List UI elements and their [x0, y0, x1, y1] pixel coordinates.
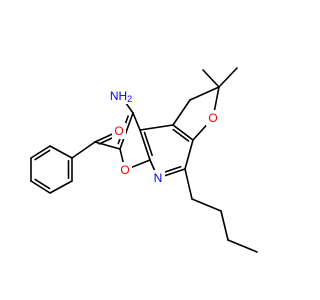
amino-group-atom: NH2 [104, 87, 138, 104]
atom-label-layer: O NH2 O O N [104, 87, 220, 186]
furan-oxygen-label: O [120, 163, 129, 177]
bond-ph3-ph4 [30, 180, 51, 194]
double-bond-c7a-c3a [143, 131, 153, 157]
bond-c11-m1 [202, 69, 220, 88]
bond-c5a-c5 [184, 139, 194, 170]
bond-c9a-c10 [172, 99, 191, 126]
furan-oxygen-atom: O [118, 162, 132, 178]
bond-b2-b3 [220, 210, 229, 241]
bond-layer [30, 67, 258, 253]
structure-drawing: O NH2 O O N [30, 67, 258, 253]
bond-c3a-c9a [139, 124, 174, 131]
bond-c9a-c5a [172, 124, 194, 141]
bond-c5-b1 [184, 168, 193, 200]
ketone-oxygen-atom: O [112, 123, 126, 139]
pyran-oxygen-atom: O [206, 110, 220, 126]
double-bond-ph5-ph6 [34, 149, 51, 161]
bond-c3-c2 [119, 112, 134, 150]
double-bond-ph3-ph4 [34, 178, 51, 190]
bond-c10-c11 [189, 86, 220, 101]
bond-c11-m2 [218, 67, 238, 88]
bond-ph2-ph3 [49, 180, 73, 194]
pyridine-nitrogen-label: N [154, 171, 163, 185]
ketone-oxygen-label: O [114, 124, 123, 138]
bond-b3-b4 [227, 239, 258, 253]
bond-ph6-ph1 [49, 145, 73, 159]
amino-group-label: NH2 [110, 89, 132, 104]
bond-c2-ck [94, 141, 121, 150]
bond-ck-ph1 [71, 141, 96, 159]
bond-ph5-ph6 [30, 145, 51, 159]
molecule-diagram: O NH2 O O N [30, 67, 258, 253]
pyran-oxygen-label: O [208, 111, 217, 125]
pyridine-nitrogen-atom: N [151, 170, 165, 186]
bond-b1-b2 [191, 198, 222, 212]
bond-c3a-c3 [132, 112, 141, 131]
bond-c7a-c3a [139, 129, 151, 161]
double-bond-c9a-c5a [172, 128, 190, 142]
